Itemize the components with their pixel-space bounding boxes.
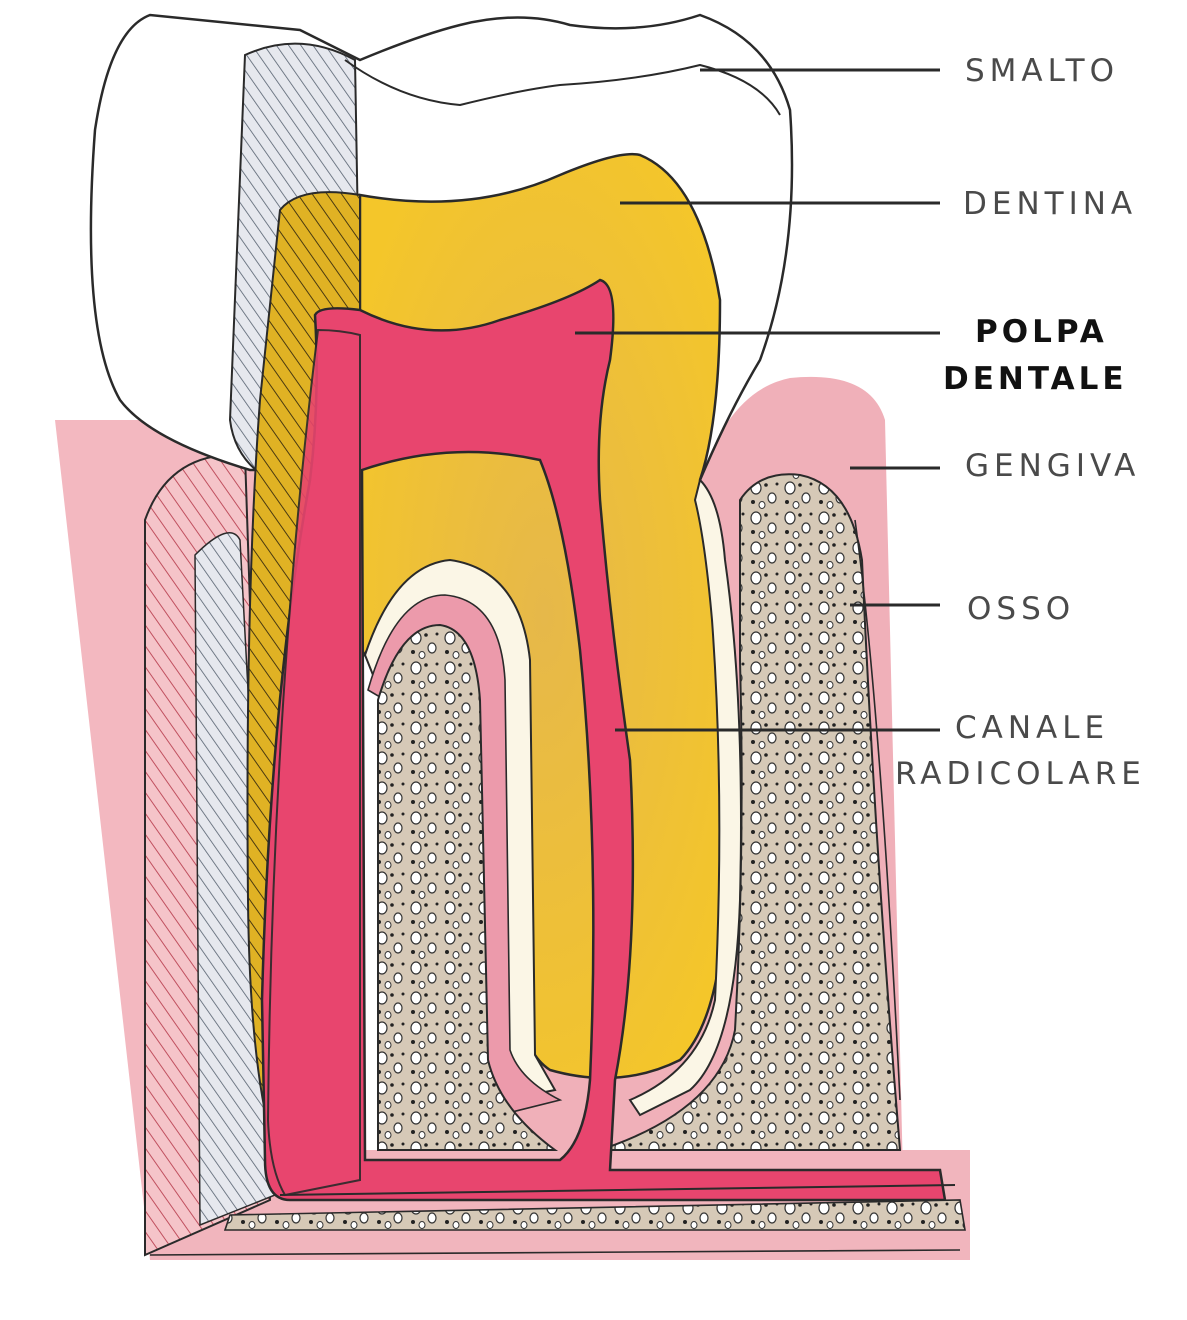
label-polpa: POLPA (975, 313, 1108, 352)
label-gengiva: GENGIVA (965, 447, 1140, 486)
label-radicolare: RADICOLARE (895, 755, 1146, 794)
label-osso: OSSO (967, 590, 1075, 629)
label-smalto: SMALTO (965, 52, 1119, 91)
label-canale: CANALE (955, 709, 1109, 748)
label-dentina: DENTINA (963, 185, 1137, 224)
label-dentale: DENTALE (943, 360, 1128, 399)
